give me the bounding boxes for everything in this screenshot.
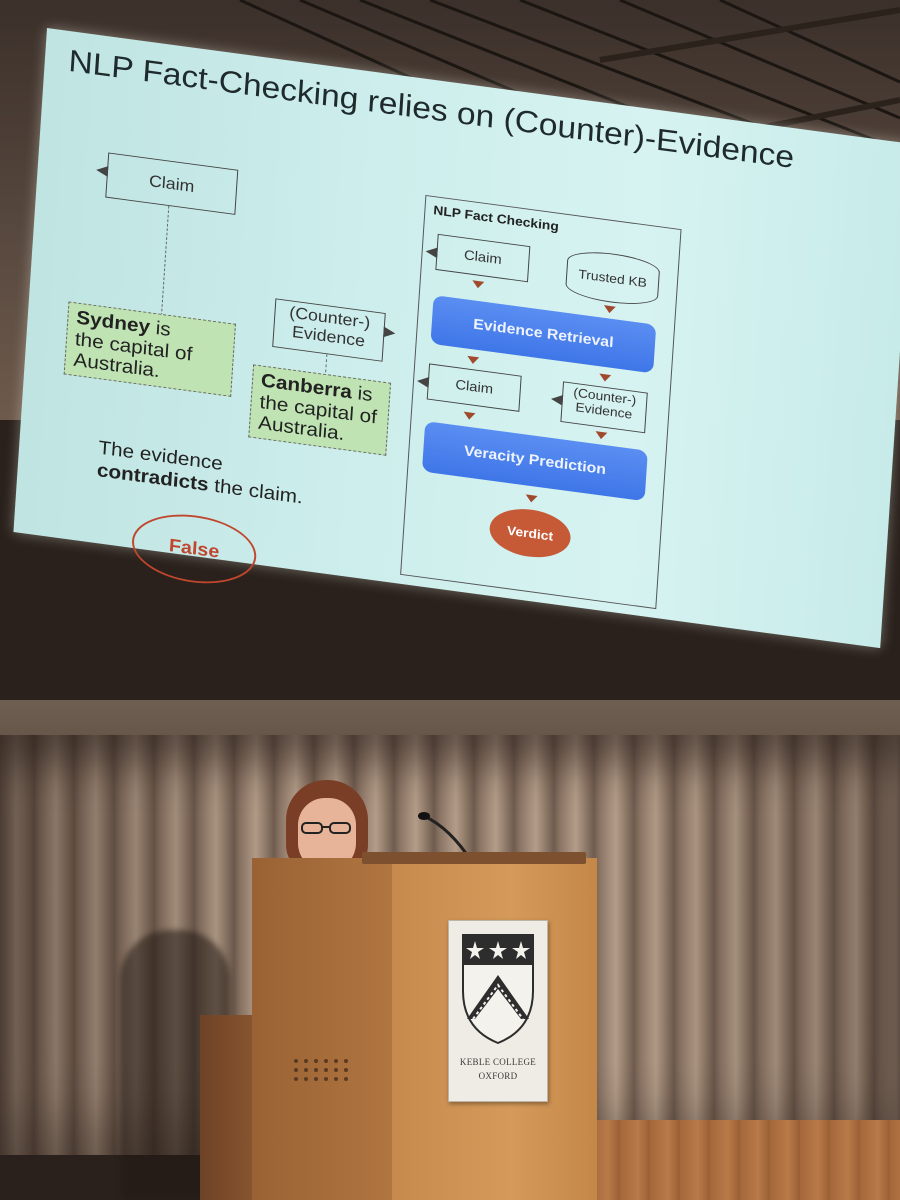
trusted-kb-label: Trusted KB (577, 266, 648, 290)
evidence-retrieval-label: Evidence Retrieval (472, 316, 614, 351)
verdict-oval: Verdict (488, 504, 573, 562)
evidence-fact-rest: is (351, 382, 374, 406)
arrow-claim-to-retrieval (471, 280, 485, 290)
lectern-left-face (252, 858, 392, 1200)
contradiction-statement: The evidence contradicts the claim. (96, 436, 305, 509)
false-verdict-oval: False (129, 507, 259, 591)
pipeline-claim-top-label: Claim (463, 247, 503, 268)
claim-connector (160, 205, 170, 316)
false-verdict-label: False (168, 535, 221, 562)
plaque-line2: OXFORD (478, 1071, 518, 1081)
evidence-fact-box: Canberra is the capital of Australia. (248, 364, 392, 456)
lectern-top (362, 852, 586, 864)
keble-crest-icon (462, 934, 534, 1045)
claim-fact-rest: is (149, 317, 172, 341)
arrow-evidence-to-veracity (595, 431, 608, 440)
arrow-veracity-to-verdict (525, 494, 538, 504)
pipeline-title: NLP Fact Checking (432, 202, 560, 234)
arrow-kb-to-retrieval (603, 305, 616, 314)
pipeline-claim-mid: Claim (426, 363, 522, 412)
evidence-retrieval-box: Evidence Retrieval (430, 295, 657, 374)
arrow-retrieval-to-claim (466, 355, 480, 365)
arrow-claim-to-veracity (463, 411, 476, 421)
claim-callout: Claim (105, 152, 239, 215)
claim-fact-box: Sydney is the capital of Australia. (63, 301, 236, 397)
pipeline-panel: NLP Fact Checking Claim Trusted KB Evide… (400, 194, 682, 610)
lectern-side-panel (200, 1015, 260, 1200)
verdict-label: Verdict (506, 522, 554, 544)
college-plaque: KEBLE COLLEGE OXFORD (448, 920, 548, 1102)
pipeline-claim-top: Claim (435, 233, 531, 283)
trusted-kb-cylinder: Trusted KB (564, 247, 661, 309)
lectern-vent (294, 1059, 348, 1081)
evidence-callout: (Counter-) Evidence (272, 298, 386, 362)
veracity-prediction-label: Veracity Prediction (463, 443, 607, 478)
veracity-prediction-box: Veracity Prediction (421, 421, 648, 502)
arrow-retrieval-to-evidence (598, 373, 612, 383)
claim-callout-label: Claim (148, 171, 196, 196)
glasses-icon (301, 822, 351, 834)
stage-floor (560, 1120, 900, 1200)
evidence-connector (325, 354, 328, 373)
pipeline-claim-mid-label: Claim (454, 376, 494, 398)
pipeline-evidence-box: (Counter-) Evidence (560, 381, 648, 434)
plaque-line1: KEBLE COLLEGE (459, 1057, 537, 1067)
